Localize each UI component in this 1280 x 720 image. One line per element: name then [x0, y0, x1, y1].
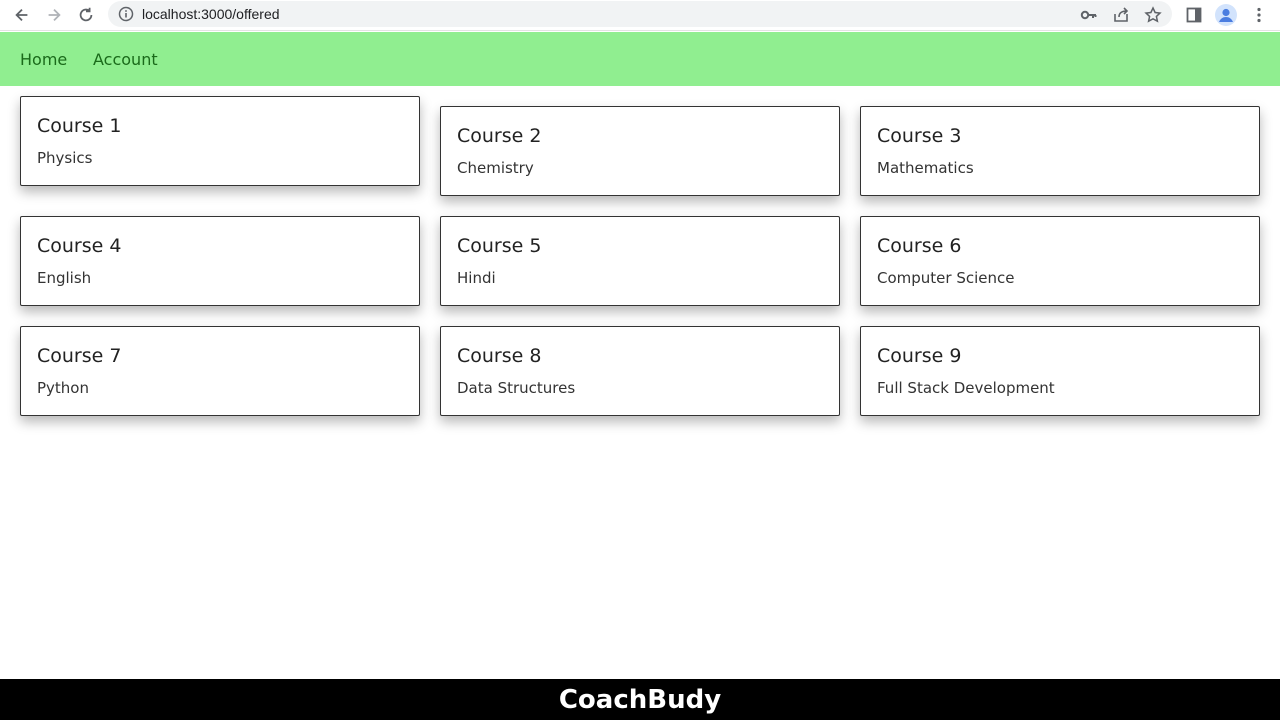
- course-title: Course 8: [457, 345, 542, 367]
- key-icon[interactable]: [1080, 6, 1098, 24]
- reload-icon[interactable]: [76, 5, 96, 25]
- course-card[interactable]: Course 6 Computer Science: [860, 216, 1260, 306]
- course-subject: Python: [37, 379, 89, 397]
- course-title: Course 3: [877, 125, 962, 147]
- nav-link-home[interactable]: Home: [20, 50, 68, 69]
- course-subject: Physics: [37, 149, 93, 167]
- course-subject: English: [37, 269, 92, 287]
- course-title: Course 6: [877, 235, 962, 257]
- course-card[interactable]: Course 5 Hindi: [440, 216, 840, 306]
- course-card[interactable]: Course 7 Python: [20, 326, 420, 416]
- course-title: Course 7: [37, 345, 122, 367]
- course-card[interactable]: Course 3 Mathematics: [860, 106, 1260, 196]
- app-navbar: Home Account: [0, 32, 1280, 86]
- course-card[interactable]: Course 9 Full Stack Development: [860, 326, 1260, 416]
- course-title: Course 4: [37, 235, 122, 257]
- course-title: Course 5: [457, 235, 542, 257]
- forward-icon[interactable]: [44, 5, 64, 25]
- course-subject: Chemistry: [457, 159, 534, 177]
- footer-brand: CoachBudy: [558, 684, 722, 715]
- footer: CoachBudy: [0, 679, 1280, 720]
- course-card[interactable]: Course 8 Data Structures: [440, 326, 840, 416]
- share-icon[interactable]: [1112, 6, 1130, 24]
- star-icon[interactable]: [1144, 6, 1162, 24]
- course-card[interactable]: Course 2 Chemistry: [440, 106, 840, 196]
- course-subject: Mathematics: [877, 159, 974, 177]
- course-subject: Hindi: [457, 269, 496, 287]
- course-subject: Full Stack Development: [877, 379, 1055, 397]
- course-subject: Computer Science: [877, 269, 1015, 287]
- browser-toolbar: localhost:3000/offered: [0, 0, 1280, 31]
- profile-icon[interactable]: [1215, 4, 1237, 26]
- sidebar-icon[interactable]: [1183, 4, 1205, 26]
- info-icon[interactable]: [118, 6, 134, 22]
- course-title: Course 1: [37, 115, 122, 137]
- url-text[interactable]: localhost:3000/offered: [142, 6, 280, 22]
- address-bar[interactable]: localhost:3000/offered: [108, 1, 1172, 27]
- course-title: Course 9: [877, 345, 962, 367]
- menu-icon[interactable]: [1248, 4, 1270, 26]
- back-icon[interactable]: [12, 5, 32, 25]
- course-card[interactable]: Course 4 English: [20, 216, 420, 306]
- course-subject: Data Structures: [457, 379, 576, 397]
- course-card[interactable]: Course 1 Physics: [20, 96, 420, 186]
- course-title: Course 2: [457, 125, 542, 147]
- nav-link-account[interactable]: Account: [93, 50, 158, 69]
